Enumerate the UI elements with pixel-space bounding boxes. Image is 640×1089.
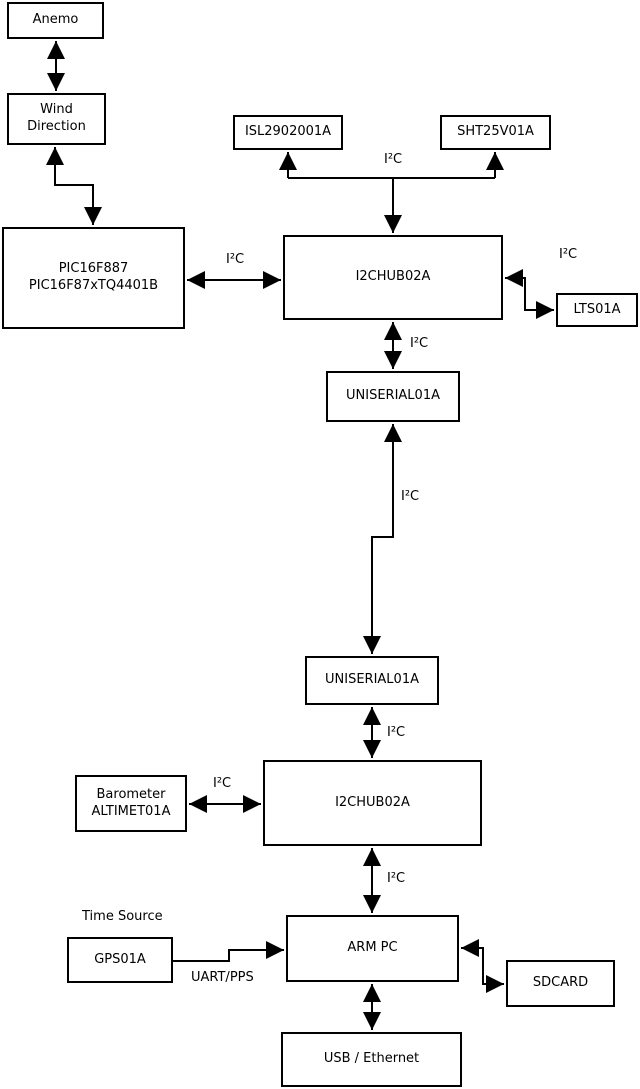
edge-gps-armpc (173, 941, 284, 962)
node-i2chub-bottom: I2CHUB02A (263, 760, 482, 846)
edge-label-i2c-barometer-hub: I²C (213, 776, 232, 791)
edge-armpc-sdcard (461, 939, 504, 993)
node-lts01a: LTS01A (556, 293, 638, 327)
node-isl2902001a: ISL2902001A (233, 115, 343, 150)
edge-label-i2c-hub-armpc: I²C (387, 871, 406, 886)
edge-wind-direction-pic (46, 147, 102, 225)
node-sht25v01a-label: SHT25V01A (457, 124, 534, 140)
node-usb-ethernet: USB / Ethernet (281, 1032, 462, 1087)
node-pic: PIC16F887 PIC16F87xTQ4401B (2, 227, 185, 329)
node-gps01a: GPS01A (67, 937, 173, 983)
edge-label-i2c-long-link: I²C (401, 489, 420, 504)
node-isl2902001a-label: ISL2902001A (244, 124, 332, 140)
node-uniserial-bottom: UNISERIAL01A (305, 656, 439, 705)
edge-label-i2c-bus-top: I²C (384, 152, 403, 167)
edge-i2c-bus-isl-sht-hub (279, 152, 504, 233)
node-pic-label: PIC16F887 PIC16F87xTQ4401B (28, 261, 159, 293)
node-anemo-label: Anemo (32, 12, 79, 28)
edge-i2chub-top-lts (505, 269, 554, 319)
node-arm-pc: ARM PC (286, 915, 459, 982)
edge-label-i2c-hub-lts: I²C (559, 247, 578, 262)
node-barometer-label: Barometer ALTIMET01A (91, 786, 171, 819)
node-gps01a-label: GPS01A (94, 951, 146, 967)
node-usb-ethernet-label: USB / Ethernet (323, 1051, 420, 1067)
edge-uniserial-top-uniserial-bottom (363, 424, 402, 654)
node-uniserial-top: UNISERIAL01A (326, 371, 460, 422)
node-lts01a-label: LTS01A (573, 301, 621, 317)
edge-label-i2c-uniserial-hub: I²C (387, 725, 406, 740)
node-arm-pc-label: ARM PC (347, 940, 398, 956)
node-barometer: Barometer ALTIMET01A (75, 775, 187, 832)
node-uniserial-bottom-label: UNISERIAL01A (325, 672, 419, 688)
node-sdcard-label: SDCARD (532, 975, 589, 991)
edge-label-i2c-pic-hub: I²C (226, 252, 245, 267)
node-sht25v01a: SHT25V01A (440, 115, 551, 150)
node-i2chub-bottom-label: I2CHUB02A (335, 794, 410, 810)
node-i2chub-top: I2CHUB02A (283, 235, 503, 320)
edge-label-time-source: Time Source (82, 909, 163, 924)
node-wind-direction: Wind Direction (7, 93, 106, 145)
node-anemo: Anemo (7, 2, 104, 39)
edge-label-i2c-hub-uniserial: I²C (410, 336, 429, 351)
edge-label-uart-pps: UART/PPS (191, 970, 254, 985)
node-sdcard: SDCARD (506, 960, 615, 1007)
node-i2chub-top-label: I2CHUB02A (355, 269, 431, 285)
node-uniserial-top-label: UNISERIAL01A (346, 388, 440, 404)
node-wind-direction-label: Wind Direction (27, 102, 86, 134)
